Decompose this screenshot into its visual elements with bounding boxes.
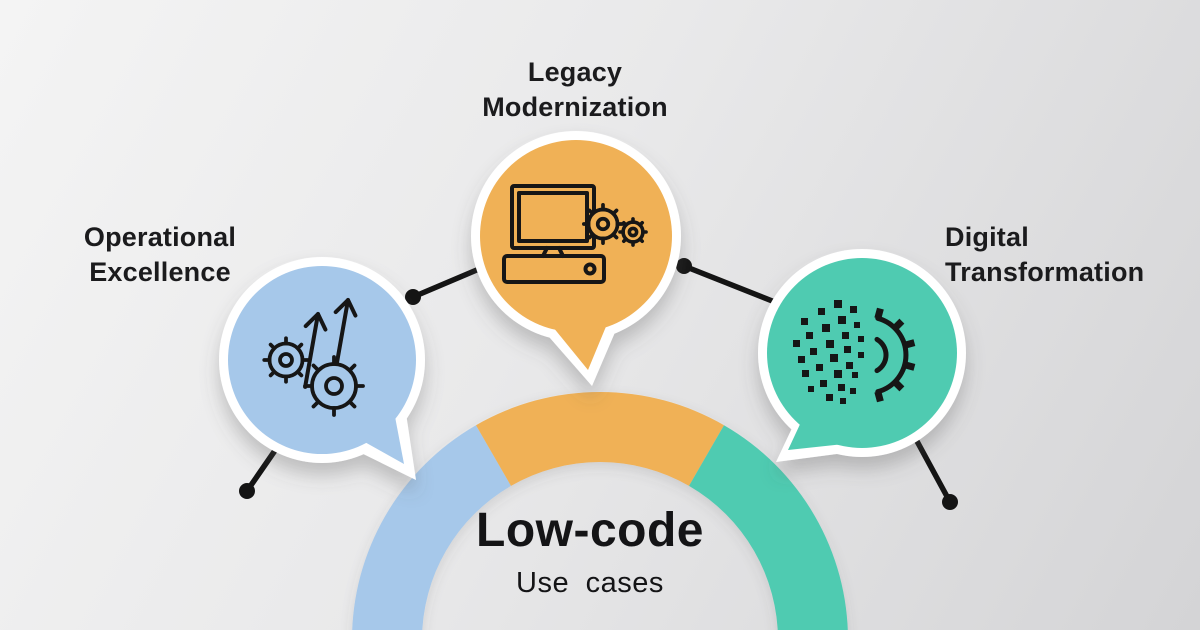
connector-node-icon bbox=[239, 483, 255, 499]
bubble-operational-excellence bbox=[219, 257, 425, 480]
connector-node-icon bbox=[676, 258, 692, 274]
use-cases-arc bbox=[352, 391, 848, 630]
label-line: Transformation bbox=[945, 257, 1145, 287]
bubble-legacy-modernization bbox=[471, 131, 681, 386]
connector-node-icon bbox=[405, 289, 421, 305]
connector-dots bbox=[239, 258, 958, 510]
label-line: Operational bbox=[83, 222, 237, 252]
connector-right-bottom bbox=[909, 429, 953, 505]
label-line: Modernization bbox=[482, 92, 668, 122]
gears-up-arrows-icon bbox=[262, 298, 365, 417]
label-operational-excellence: Operational Excellence bbox=[40, 220, 280, 290]
page-subtitle: Use cases bbox=[516, 567, 664, 599]
bubble-fill bbox=[228, 266, 416, 454]
connector-node-icon bbox=[942, 494, 958, 510]
label-digital-transformation: Digital Transformation bbox=[945, 220, 1175, 290]
page-title: Low-code bbox=[476, 504, 704, 557]
label-line: Legacy bbox=[527, 57, 623, 87]
pixel-cluster bbox=[793, 300, 864, 404]
title-block: Low-code Use cases bbox=[400, 503, 780, 600]
arc-segment-legacy-modernization bbox=[476, 391, 724, 486]
half-gear-icon bbox=[874, 307, 916, 403]
pixel-brain-gear-icon bbox=[793, 300, 916, 404]
bubble-digital-transformation bbox=[758, 249, 966, 462]
arc-segment-operational-excellence bbox=[352, 425, 511, 630]
computer-gears-icon bbox=[502, 184, 648, 284]
label-legacy-modernization: Legacy Modernization bbox=[415, 55, 735, 125]
label-line: Excellence bbox=[89, 257, 231, 287]
label-line: Digital bbox=[945, 222, 1029, 252]
arc-segment-digital-transformation bbox=[689, 425, 848, 630]
